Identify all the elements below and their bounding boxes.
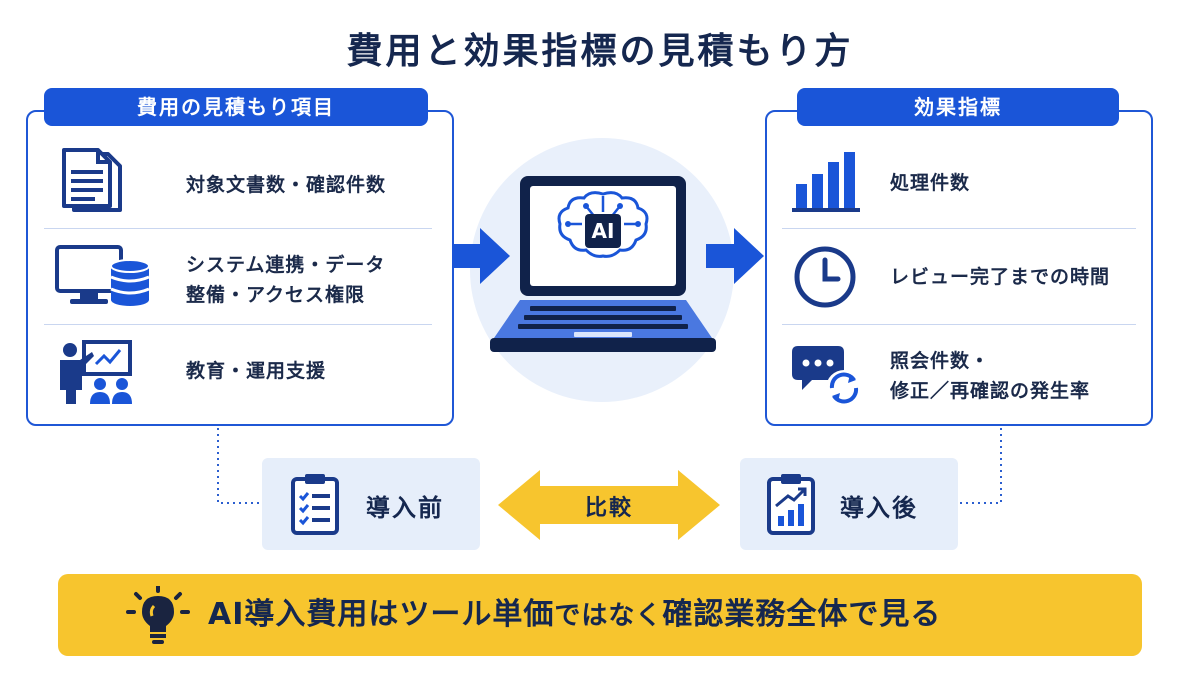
metric-item-label: レビュー完了までの時間: [890, 266, 1111, 288]
before-box: 導入前: [262, 458, 480, 550]
compare-arrow: 比較: [498, 470, 720, 540]
metric-item-label: 処理件数: [890, 172, 971, 194]
divider: [782, 228, 1136, 229]
monitor-database-icon: [55, 245, 150, 306]
checklist-clipboard-icon: [291, 474, 339, 535]
metric-item-label: 修正／再確認の発生率: [890, 380, 1091, 402]
after-label: 導入後: [840, 494, 918, 522]
bar-chart-icon: [792, 152, 860, 212]
document-icon: [62, 148, 122, 212]
key-message-banner: AI導入費用はツール単価ではなく確認業務全体で見る: [58, 574, 1142, 656]
cost-item-label: 対象文書数・確認件数: [186, 174, 387, 196]
after-box: 導入後: [740, 458, 958, 550]
banner-message: AI導入費用はツール単価ではなく確認業務全体で見る: [208, 574, 941, 656]
double-arrow-icon: [498, 470, 720, 540]
page-title: 費用と効果指標の見積もり方: [346, 31, 854, 72]
cost-item-label: 教育・運用支援: [186, 360, 327, 382]
banner-text-part: AI導入費用はツール単価: [208, 597, 555, 632]
compare-label: 比較: [584, 496, 633, 521]
metric-item-label: 照会件数・: [890, 350, 991, 372]
clock-icon: [794, 246, 856, 308]
banner-text-part: 確認業務全体で見る: [662, 597, 942, 632]
cost-panel-header: 費用の見積もり項目: [44, 88, 428, 126]
laptop-ai-icon: [490, 176, 716, 352]
banner-text-part: ではなく: [554, 601, 663, 631]
divider: [782, 324, 1136, 325]
training-presentation-icon: [60, 340, 132, 404]
chat-refresh-icon: [792, 346, 862, 406]
cost-item-label: システム連携・データ: [186, 254, 386, 276]
lightbulb-icon: [126, 586, 190, 644]
metrics-panel-header: 効果指標: [797, 88, 1119, 126]
divider: [44, 324, 432, 325]
cost-item-label: 整備・アクセス権限: [186, 284, 366, 306]
ai-chip-label: AI: [591, 219, 615, 243]
divider: [44, 228, 432, 229]
growth-clipboard-icon: [767, 474, 815, 535]
arrow-right-icon: [452, 228, 510, 284]
arrow-right-icon: [706, 228, 764, 284]
before-label: 導入前: [366, 494, 444, 522]
